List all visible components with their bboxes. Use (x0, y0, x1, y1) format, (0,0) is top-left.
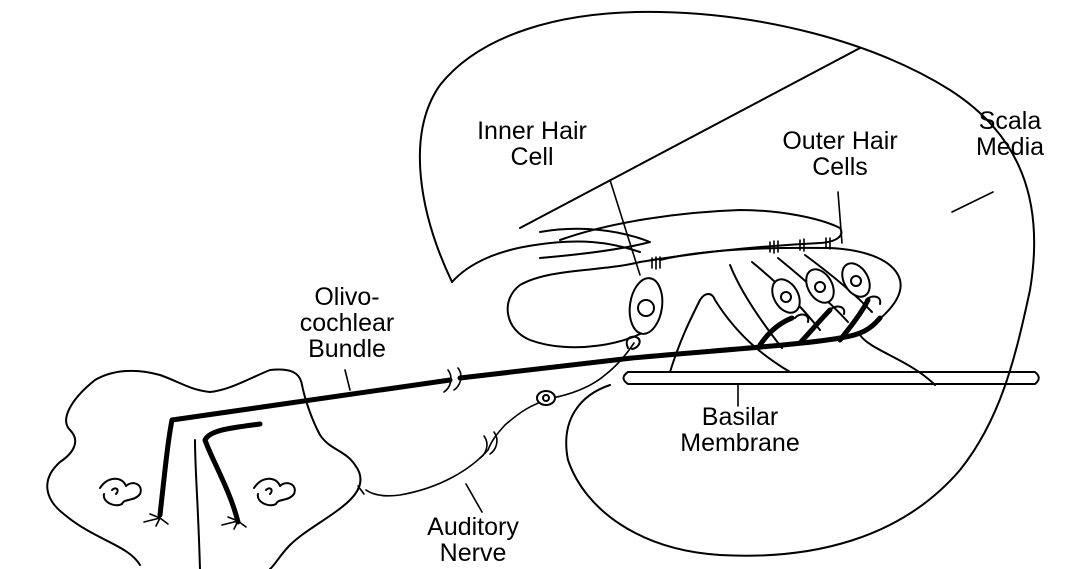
stereocilia (652, 238, 830, 269)
spiral-ganglion-nucleus (543, 395, 549, 401)
nerve-entry (358, 486, 364, 494)
basilar-membrane-line2: Membrane (655, 430, 825, 456)
olivocochlear-bundle-label: Olivo- cochlear Bundle (282, 284, 412, 362)
scala-media-label: Scala Media (955, 108, 1065, 160)
olivocochlear-bundle-line2: cochlear (282, 310, 412, 336)
olivocochlear-bundle-line1: Olivo- (282, 284, 412, 310)
auditory-nerve-line2: Nerve (408, 540, 538, 566)
brainstem-midline (195, 440, 200, 569)
basilar-membrane (624, 372, 1039, 384)
auditory-nerve-fiber (366, 343, 634, 496)
outer-hair-cells-line1: Outer Hair (765, 128, 915, 154)
olivocochlear-crossed-branch (205, 424, 260, 522)
inner-hair-cell-nucleus (638, 300, 654, 316)
nerve-break-mark (480, 432, 497, 458)
auditory-nerve-line1: Auditory (408, 514, 538, 540)
inner-hair-cell-label: Inner Hair Cell (452, 118, 612, 170)
outer-hair-cells-line2: Cells (765, 154, 915, 180)
inner-hair-cell-line2: Cell (452, 144, 612, 170)
cochlear-duct-outline (420, 12, 1034, 556)
auditory-nerve-pointer (466, 484, 482, 512)
olivocochlear-bundle-pointer (345, 370, 350, 390)
auditory-nerve-label: Auditory Nerve (408, 514, 538, 566)
inner-hair-cell-line1: Inner Hair (452, 118, 612, 144)
scala-media-line1: Scala (955, 108, 1065, 134)
tectorial-membrane (560, 210, 841, 262)
inner-hair-cell-pointer (610, 180, 640, 275)
basilar-membrane-line1: Basilar (655, 404, 825, 430)
scala-media-line2: Media (955, 134, 1065, 160)
outer-hair-cells-label: Outer Hair Cells (765, 128, 915, 180)
basilar-membrane-label: Basilar Membrane (655, 404, 825, 456)
scala-media-pointer (952, 192, 993, 212)
outer-pillar (730, 265, 782, 348)
olivocochlear-bundle-line3: Bundle (282, 336, 412, 362)
